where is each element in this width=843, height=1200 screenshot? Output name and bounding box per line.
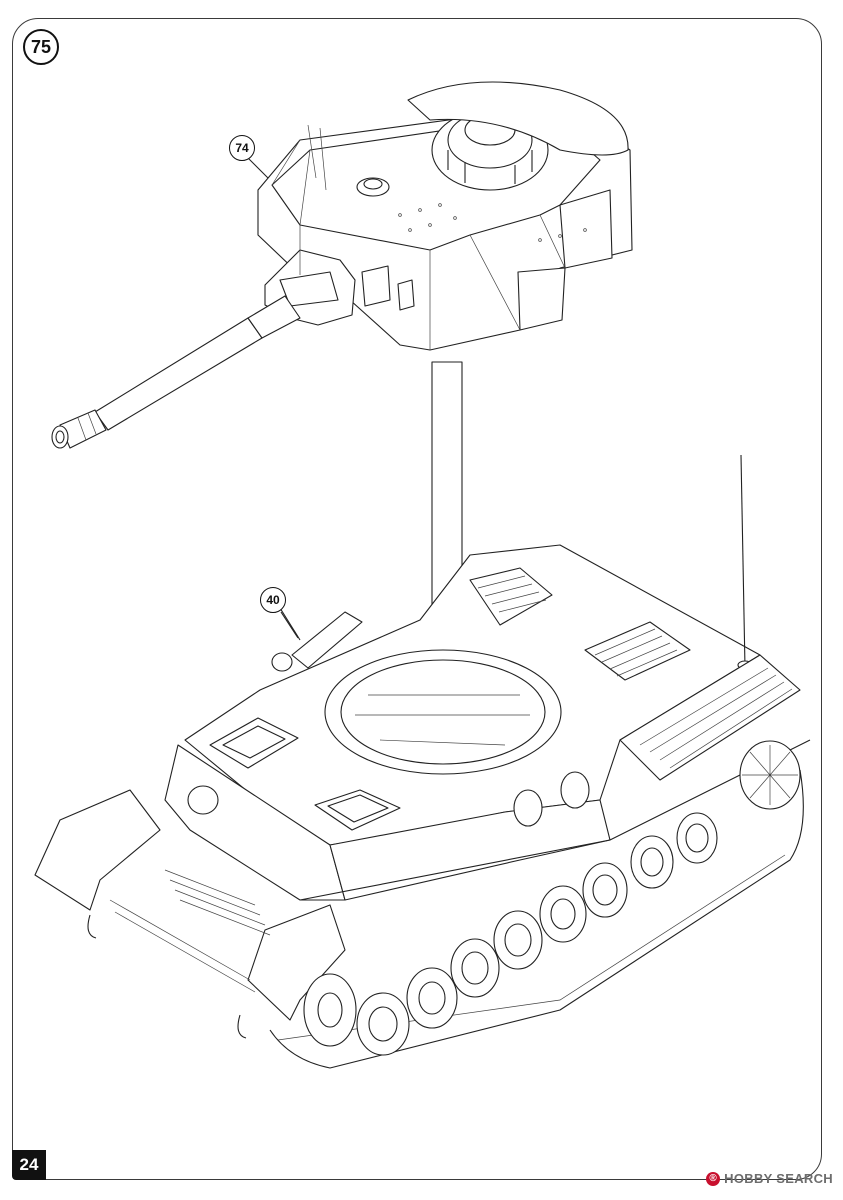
- watermark-text: HOBBY SEARCH: [724, 1171, 833, 1186]
- page-number: 24: [12, 1150, 46, 1180]
- part-callout-74: 74: [229, 135, 255, 161]
- step-number-badge: 75: [23, 29, 59, 65]
- road-wheels: [356, 771, 718, 1056]
- turret-assembly: [51, 81, 633, 449]
- hobby-search-watermark: ® HOBBY SEARCH: [706, 1171, 833, 1186]
- page-frame: [12, 18, 822, 1180]
- hull-assembly: [34, 454, 811, 1069]
- registered-mark-icon: ®: [706, 1171, 721, 1186]
- part-callout-40: 40: [260, 587, 286, 613]
